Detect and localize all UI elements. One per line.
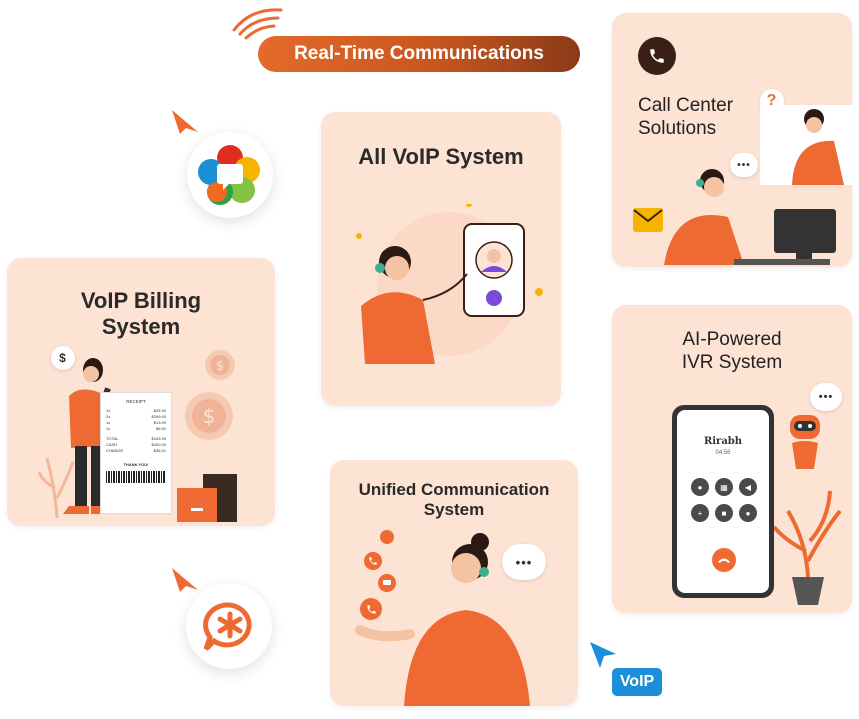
unified-person-illustration (355, 533, 530, 706)
receipt-cash: CASH$400.00 (106, 442, 166, 447)
coin-icon: $ (185, 392, 233, 440)
voip-tag: VoIP (612, 668, 662, 696)
svg-text:$: $ (203, 404, 216, 428)
ivr-phone: Rirabh 04:56 ● ▦ ◀ + ■ ● (672, 405, 774, 598)
chat-bubble: ••• (502, 544, 546, 580)
phone-icon (364, 552, 382, 570)
receipt-row: 1x$25.90 (106, 408, 166, 413)
webrtc-logo-icon (198, 145, 260, 205)
call-center-illustration (664, 105, 854, 265)
real-time-communications-banner: Real-Time Communications (258, 36, 580, 72)
wifi-icon (232, 8, 283, 40)
receipt: RECEIPT 1x$25.90 2x$299.00 1x$13.99 1x$6… (100, 392, 172, 514)
chat-icon (378, 574, 396, 592)
receipt-total: TOTAL$163.59 (106, 436, 166, 441)
plant-illustration (772, 490, 842, 605)
cursor-arrow-icon (590, 642, 616, 668)
chat-bubble: ••• (810, 383, 842, 411)
svg-text:$: $ (216, 359, 224, 374)
barcode (106, 471, 166, 483)
receipt-row: 2x$299.00 (106, 414, 166, 419)
card-title: VoIP Billing System (80, 288, 202, 340)
chat-bubble: ••• (730, 153, 758, 177)
asterisk-logo (186, 583, 272, 669)
receipt-row: 1x$13.99 (106, 420, 166, 425)
card-title: Call Center Solutions (638, 95, 734, 139)
add-call-icon[interactable]: + (691, 504, 709, 522)
phone-icon (638, 37, 676, 75)
card-title: All VoIP System (358, 144, 524, 169)
cursor-arrow-icon (172, 110, 198, 134)
receipt-title: RECEIPT (126, 399, 146, 404)
phone-screen: Rirabh 04:56 ● ▦ ◀ + ■ ● (677, 410, 769, 593)
speaker-icon[interactable]: ◀ (739, 478, 757, 496)
coin-icon: $ (205, 350, 235, 380)
register-illustration (177, 474, 237, 522)
receipt-row: 1x$6.50 (106, 426, 166, 431)
keypad-icon[interactable]: ▦ (715, 478, 733, 496)
call-center-card[interactable]: Call Center Solutions ? ••• (612, 13, 854, 267)
dollar-bubble: $ (51, 346, 75, 370)
keypad: ● ▦ ◀ + ■ ● (691, 478, 757, 522)
mic-icon[interactable]: ● (691, 478, 709, 496)
asterisk-logo-icon (203, 602, 252, 651)
voip-call-illustration (356, 204, 543, 364)
video-icon[interactable]: ■ (715, 504, 733, 522)
phone-brand: Rirabh (703, 436, 743, 447)
receipt-thanks: THANK YOU! (123, 462, 149, 467)
cursor-arrow-icon (172, 568, 198, 592)
unified-communication-card[interactable]: Unified Communication System ••• (330, 460, 578, 706)
hangup-button[interactable] (712, 548, 736, 572)
document-icon (380, 530, 394, 544)
phone-icon (360, 598, 382, 620)
envelope-icon (633, 208, 663, 232)
webrtc-logo (187, 132, 273, 218)
robot-illustration (790, 415, 820, 469)
plant-decoration (37, 457, 75, 518)
call-time: 04:56 (715, 450, 731, 456)
hangup-icon (718, 558, 730, 563)
card-title: Unified Communication System (358, 480, 550, 520)
receipt-change: CHANGE$36.01 (106, 448, 166, 453)
all-voip-card[interactable]: All VoIP System (321, 112, 561, 406)
contact-icon[interactable]: ● (739, 504, 757, 522)
card-title: AI-Powered IVR System (681, 329, 783, 373)
